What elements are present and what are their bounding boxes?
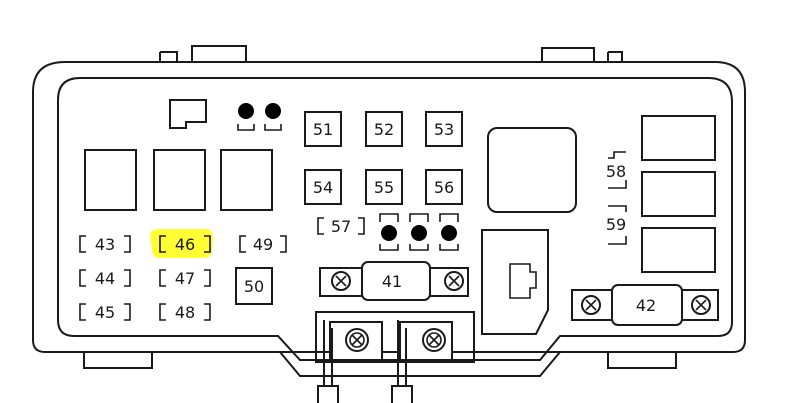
fuse-slot-55 [365, 169, 403, 205]
diode-dot [441, 225, 457, 241]
bottom-ledge [279, 351, 561, 377]
cable-right [397, 320, 407, 386]
fuse-48-bracket [159, 303, 211, 321]
top-notch-right [607, 51, 623, 62]
fuse-slot-53 [425, 111, 463, 147]
fuse-label-55: 55 [374, 178, 394, 197]
fuse-label-49: 49 [253, 235, 273, 254]
relay-right-1 [641, 115, 716, 161]
fuse-label-58: 58 [606, 162, 626, 181]
fuse-label-54: 54 [313, 178, 333, 197]
fuse-slot-54 [304, 169, 342, 205]
fuse-label-52: 52 [374, 120, 394, 139]
fuse-label-45: 45 [95, 303, 115, 322]
diode-dot [411, 225, 427, 241]
diode-brackets-bottom [379, 244, 459, 251]
fuse-label-47: 47 [175, 269, 195, 288]
top-tab-left [191, 45, 247, 62]
fuse-41-center [361, 261, 431, 301]
fuse-label-44: 44 [95, 269, 115, 288]
fuse-label-43: 43 [95, 235, 115, 254]
fuse-43-bracket [79, 235, 131, 253]
screw-ring [426, 332, 442, 348]
fuse-42-center [611, 284, 683, 326]
fuse-label-41: 41 [382, 272, 402, 291]
large-relay [487, 127, 577, 213]
fuse-label-42: 42 [636, 296, 656, 315]
top-notch [159, 51, 178, 62]
diode-dot [381, 225, 397, 241]
fuse-slot-51 [304, 111, 342, 147]
screw-x [335, 275, 347, 287]
screw-x [695, 299, 707, 311]
bottom-foot-left [83, 352, 153, 369]
relay-right-3 [641, 227, 716, 273]
screw-x [448, 275, 460, 287]
fuse-45-bracket [79, 303, 131, 321]
fuse-46-bracket [159, 235, 211, 253]
fuse-label-48: 48 [175, 303, 195, 322]
fuse-label-53: 53 [434, 120, 454, 139]
fuse-label-57: 57 [331, 217, 351, 236]
connector-latch [509, 263, 537, 299]
cable-left [323, 320, 333, 386]
bottom-foot-right [607, 352, 677, 369]
inner-rim [57, 77, 733, 361]
fuse-label-51: 51 [313, 120, 333, 139]
fuse-59-bracket [608, 205, 627, 245]
screw-x [351, 334, 363, 346]
connector-socket [481, 229, 549, 335]
terminal-block [315, 311, 475, 363]
fuse-label-56: 56 [434, 178, 454, 197]
screw-x [428, 334, 440, 346]
top-tab-right [541, 47, 595, 62]
fuse-label-59: 59 [606, 215, 626, 234]
screw-x [585, 299, 597, 311]
relay-right-2 [641, 171, 716, 217]
relay-left-3 [220, 149, 273, 211]
top-diode-bracket [237, 124, 282, 131]
fuse-57-bracket [317, 217, 365, 235]
fuse-label-46: 46 [175, 235, 195, 254]
top-diode-dot [238, 103, 254, 119]
outer-housing [32, 61, 746, 353]
fuse-49-bracket [239, 235, 287, 253]
relay-left-1 [84, 149, 137, 211]
fuse-label-50: 50 [244, 277, 264, 296]
diode-brackets [379, 213, 459, 222]
fuse-slot-56 [425, 169, 463, 205]
fuse-slot-50 [235, 267, 273, 305]
fuse-47-bracket [159, 269, 211, 287]
small-connector [169, 99, 207, 129]
fuse-58-bracket [608, 151, 627, 189]
screw-ring [349, 332, 365, 348]
fuse-44-bracket [79, 269, 131, 287]
fuse-slot-52 [365, 111, 403, 147]
cable-plug-left [317, 385, 339, 403]
relay-left-2 [153, 149, 206, 211]
top-diode-dot [265, 103, 281, 119]
cable-plug-right [391, 385, 413, 403]
